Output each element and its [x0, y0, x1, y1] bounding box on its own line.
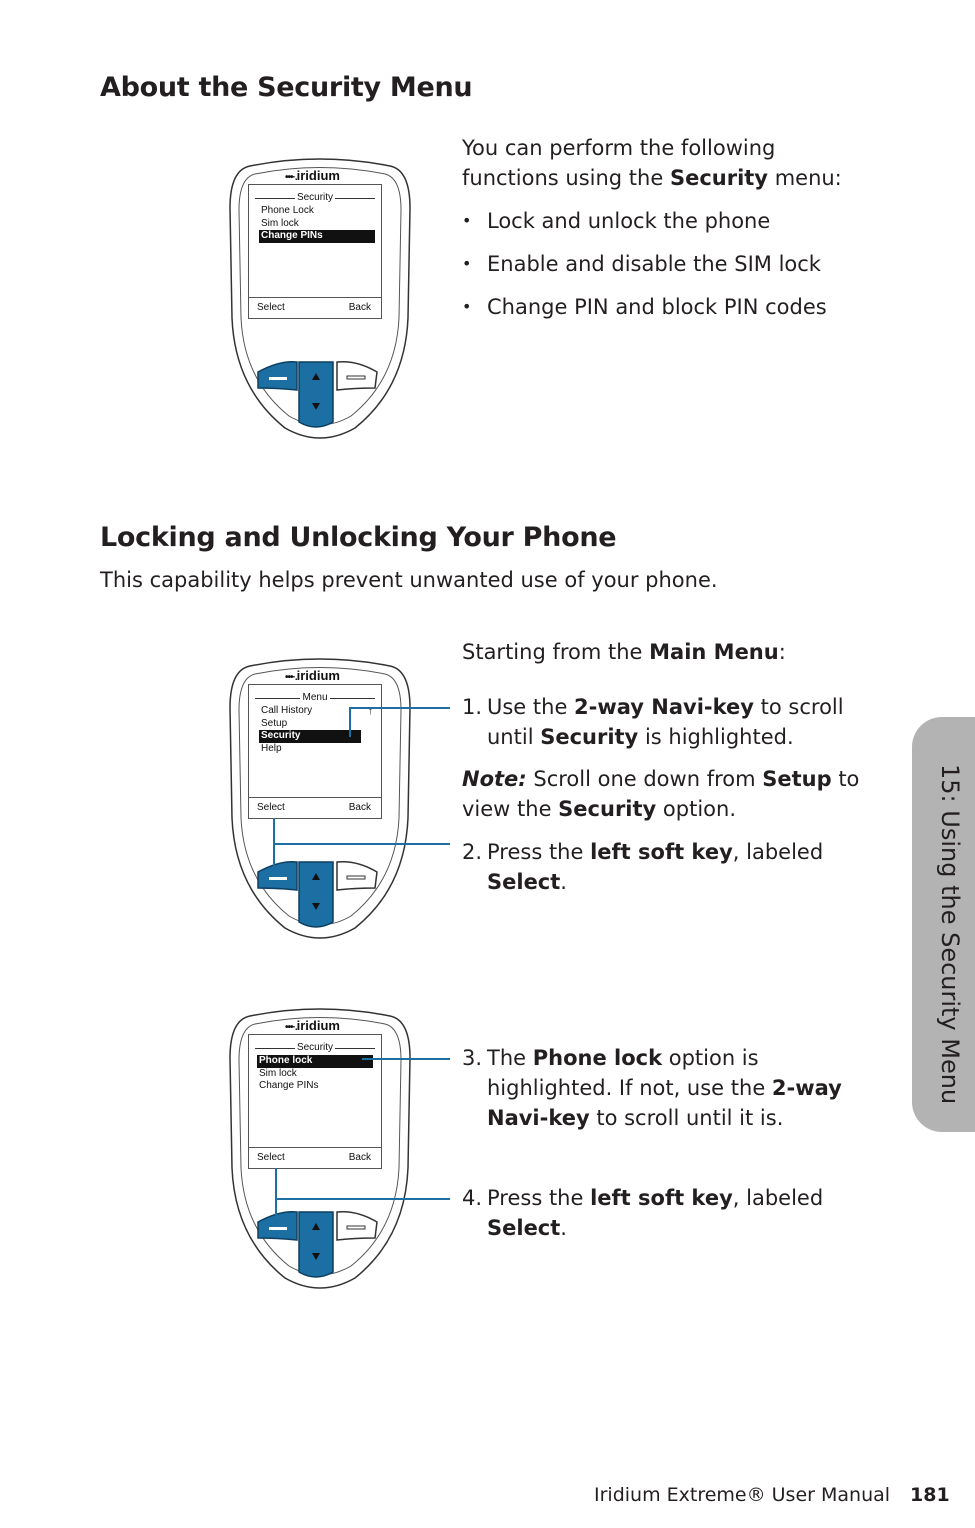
phone-screen: Menu ↑ Call History Setup Security Help … [248, 684, 382, 819]
callout-line-security-drop [349, 707, 351, 737]
iridium-logo: •••·.iridium [285, 668, 340, 683]
callout-line-select-2-drop [275, 1168, 277, 1222]
menu-item-setup[interactable]: Setup [261, 717, 288, 729]
menu-item-change-pins[interactable]: Change PINs [259, 230, 375, 243]
footer-manual-title: Iridium Extreme® User Manual [594, 1484, 891, 1506]
phone-screen: Security Phone lock Sim lock Change PINs… [248, 1034, 382, 1169]
soft-key-back[interactable]: Back [348, 802, 371, 813]
menu-item-phone-lock[interactable]: Phone lock [257, 1055, 373, 1068]
screen-title: Menu [255, 692, 375, 703]
phone-illustration-phone-lock: •••·.iridium Security Phone lock Sim loc… [225, 1008, 415, 1298]
callout-line-select-drop [273, 818, 275, 873]
soft-key-select[interactable]: Select [257, 302, 285, 313]
menu-item-phone-lock[interactable]: Phone Lock [261, 205, 314, 216]
bullet-item: Lock and unlock the phone [462, 206, 882, 236]
menu-item-change-pins[interactable]: Change PINs [259, 1080, 319, 1091]
bullet-item: Change PIN and block PIN codes [462, 292, 882, 322]
menu-item-sim-lock[interactable]: Sim lock [261, 217, 299, 229]
phone-illustration-main-menu: •••·.iridium Menu ↑ Call History Setup S… [225, 658, 415, 948]
step-4: 4. Press the left soft key, labeled Sele… [462, 1186, 824, 1240]
step-2: 2. Press the left soft key, labeled Sele… [462, 840, 824, 894]
step-3: 3. The Phone lock option is highlighted.… [462, 1046, 842, 1130]
soft-key-select[interactable]: Select [257, 802, 285, 813]
security-menu-intro: You can perform the following functions … [462, 136, 842, 190]
callout-line-phone-lock [362, 1058, 450, 1060]
note-scroll: Note: Scroll one down from Setup to view… [462, 767, 860, 821]
menu-item-help[interactable]: Help [261, 742, 282, 754]
iridium-logo: •••·.iridium [285, 168, 340, 183]
chapter-tab-label: 15: Using the Security Menu [936, 764, 964, 1105]
starting-instruction: Starting from the Main Menu: [462, 640, 786, 664]
locking-intro: This capability helps prevent unwanted u… [100, 568, 718, 592]
security-function-list: Lock and unlock the phone Enable and dis… [462, 206, 882, 335]
callout-line-security [349, 707, 450, 709]
soft-key-back[interactable]: Back [348, 1152, 371, 1163]
bullet-item: Enable and disable the SIM lock [462, 249, 882, 279]
phone-screen: Security Phone Lock Sim lock Change PINs… [248, 184, 382, 319]
section-heading-locking: Locking and Unlocking Your Phone [100, 522, 617, 553]
step-1: 1. Use the 2-way Navi-key to scroll unti… [462, 695, 844, 749]
menu-item-security[interactable]: Security [259, 730, 361, 743]
chapter-tab: 15: Using the Security Menu [912, 717, 975, 1132]
screen-title: Security [255, 1042, 375, 1053]
callout-line-select-2 [275, 1198, 450, 1200]
soft-key-back[interactable]: Back [348, 302, 371, 313]
screen-title: Security [255, 192, 375, 203]
iridium-logo: •••·.iridium [285, 1018, 340, 1033]
menu-item-sim-lock[interactable]: Sim lock [259, 1067, 297, 1079]
section-heading-security-menu: About the Security Menu [100, 72, 473, 103]
soft-key-select[interactable]: Select [257, 1152, 285, 1163]
scroll-up-arrow-icon: ↑ [367, 705, 374, 717]
callout-line-select [273, 843, 450, 845]
page-number: 181 [910, 1484, 950, 1506]
phone-illustration-security: •••·.iridium Security Phone Lock Sim loc… [225, 158, 415, 448]
menu-item-call-history[interactable]: Call History [261, 705, 313, 716]
